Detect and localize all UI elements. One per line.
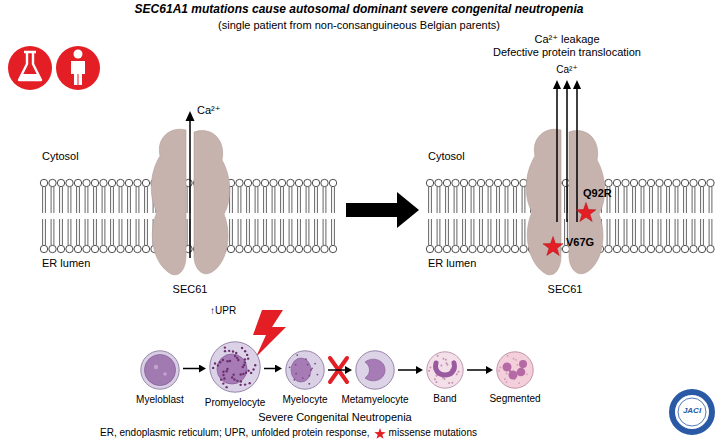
membrane-panel: SEC61 — [425, 120, 715, 300]
text-label: (single patient from non-consanguineous … — [218, 19, 500, 32]
cell-name: Myeloblast — [136, 394, 184, 406]
maturation-arrow — [264, 368, 275, 370]
text-label: V67G — [566, 236, 594, 249]
membrane — [40, 179, 336, 252]
text-label: Ca²⁺ leakage — [534, 33, 599, 46]
maturation-arrow — [398, 369, 416, 371]
cell: Myeloblast — [140, 350, 180, 390]
text-label: Severe Congenital Neutropenia — [258, 411, 412, 424]
lightning-bolt — [253, 310, 286, 357]
maturation-arrow — [467, 369, 486, 371]
maturation-arrow — [328, 369, 345, 371]
cell-shape — [209, 341, 261, 393]
calcium-arrow — [186, 80, 582, 258]
channel-name: SEC61 — [548, 283, 583, 296]
cell-name: Segmented — [489, 393, 540, 405]
text-label: Ca²⁺ — [197, 104, 221, 117]
text-label: ER lumen — [428, 257, 476, 270]
title: SEC61A1 mutations cause autosomal domina… — [135, 3, 584, 17]
maturation-arrow — [183, 368, 199, 370]
sec61-channel — [526, 129, 605, 275]
cell-shape — [355, 350, 395, 390]
text-label: JACI — [683, 406, 701, 415]
text-label: Ca²⁺ — [556, 64, 577, 76]
membrane-panel: SEC61 — [40, 120, 340, 300]
channel-name: SEC61 — [173, 283, 208, 296]
journal-logo — [672, 392, 712, 432]
legend-text: missense mutations — [389, 427, 477, 439]
cell-shape — [426, 351, 464, 389]
cell: Promyelocyte — [209, 341, 261, 393]
text-label: Q92R — [583, 187, 612, 200]
cell-name: Myelocyte — [282, 394, 327, 406]
text-label: Cytosol — [42, 150, 79, 163]
cell-shape — [496, 351, 534, 389]
lipid-bilayer — [40, 179, 714, 252]
cell: Band — [426, 351, 464, 389]
text-label: Cytosol — [428, 150, 465, 163]
legend-star — [374, 428, 386, 440]
text-label: ER, endoplasmic reticulum; UPR, unfolded… — [100, 427, 370, 439]
cell: Segmented — [496, 351, 534, 389]
cell-shape — [140, 350, 180, 390]
cell-name: Promyelocyte — [205, 397, 266, 409]
text-label: ER lumen — [42, 257, 90, 270]
block-arrow — [346, 203, 397, 217]
cell-name: Band — [433, 393, 456, 405]
cell-shape — [285, 350, 325, 390]
cell: Myelocyte — [285, 350, 325, 390]
patient-icon — [56, 46, 100, 90]
lab-icon — [8, 46, 52, 90]
mutation-star — [543, 203, 596, 256]
cell: Metamyelocyte — [355, 350, 395, 390]
text-label: Defective protein translocation — [493, 46, 641, 59]
cell-name: Metamyelocyte — [341, 394, 408, 406]
text-label: ↑UPR — [210, 305, 236, 317]
